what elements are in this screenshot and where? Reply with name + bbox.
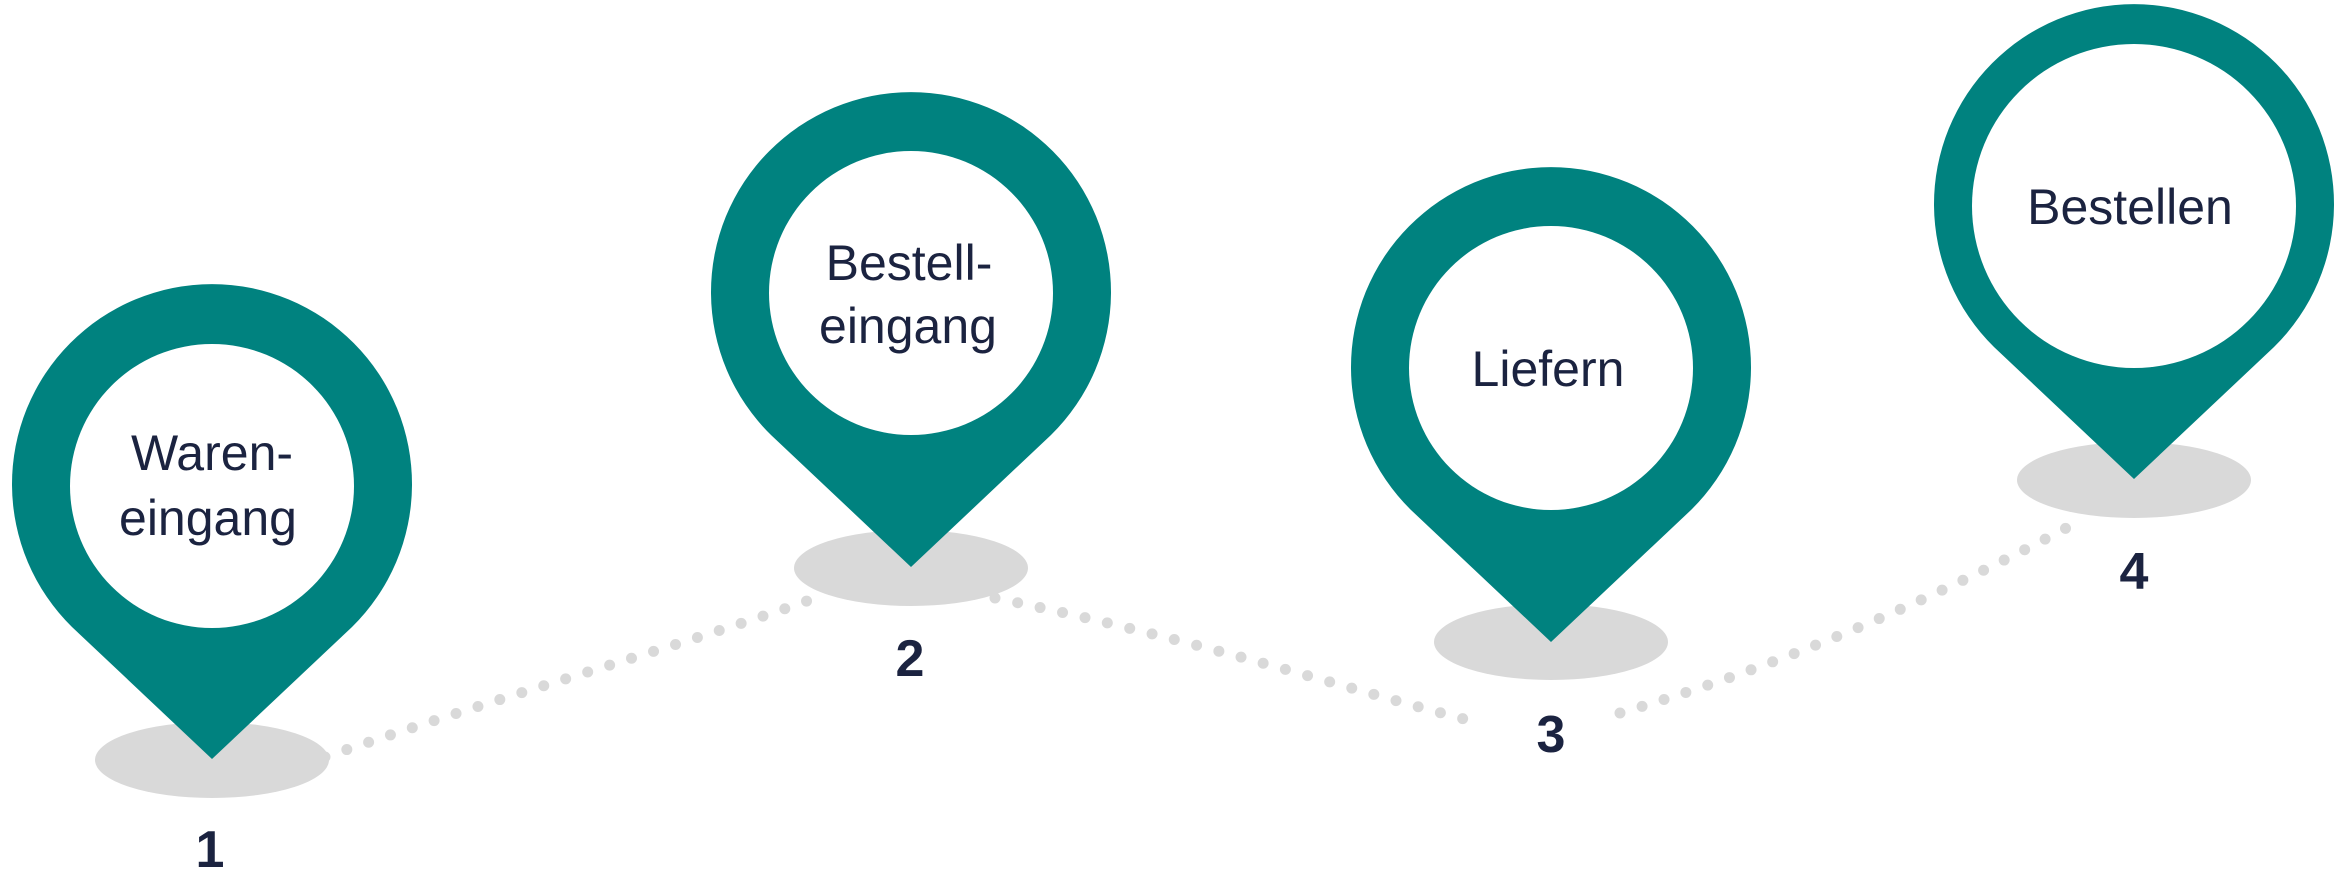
step-number: 4 [2120,543,2149,601]
dotted-path-2-3 [989,592,1474,726]
step-label-line-1: Waren- [131,425,293,481]
pin-shadow [95,722,329,798]
step-number: 3 [1537,706,1566,764]
step-1: Waren- eingang 1 [11,284,412,874]
step-number: 2 [896,630,925,688]
step-label-line-2: eingang [819,298,997,354]
pin-inner-circle [1409,226,1693,510]
pin-shadow [2017,442,2251,518]
step-4: Bestellen 4 [1934,4,2334,601]
step-label-line-2: eingang [119,490,297,546]
dotted-path-1-2 [319,592,821,763]
step-label-line-1: Bestell- [826,235,993,291]
pin-shadow [794,530,1028,606]
pin-inner-circle [70,344,354,628]
dotted-path-3-4 [1614,520,2076,719]
pin-inner-circle [1972,44,2296,368]
pin-inner-circle [769,151,1053,435]
step-number: 1 [196,821,225,874]
step-2: Bestell- eingang 2 [711,92,1112,688]
step-3: Liefern 3 [1351,167,1752,764]
step-label: Liefern [1472,341,1625,397]
step-label: Bestellen [2027,179,2233,235]
